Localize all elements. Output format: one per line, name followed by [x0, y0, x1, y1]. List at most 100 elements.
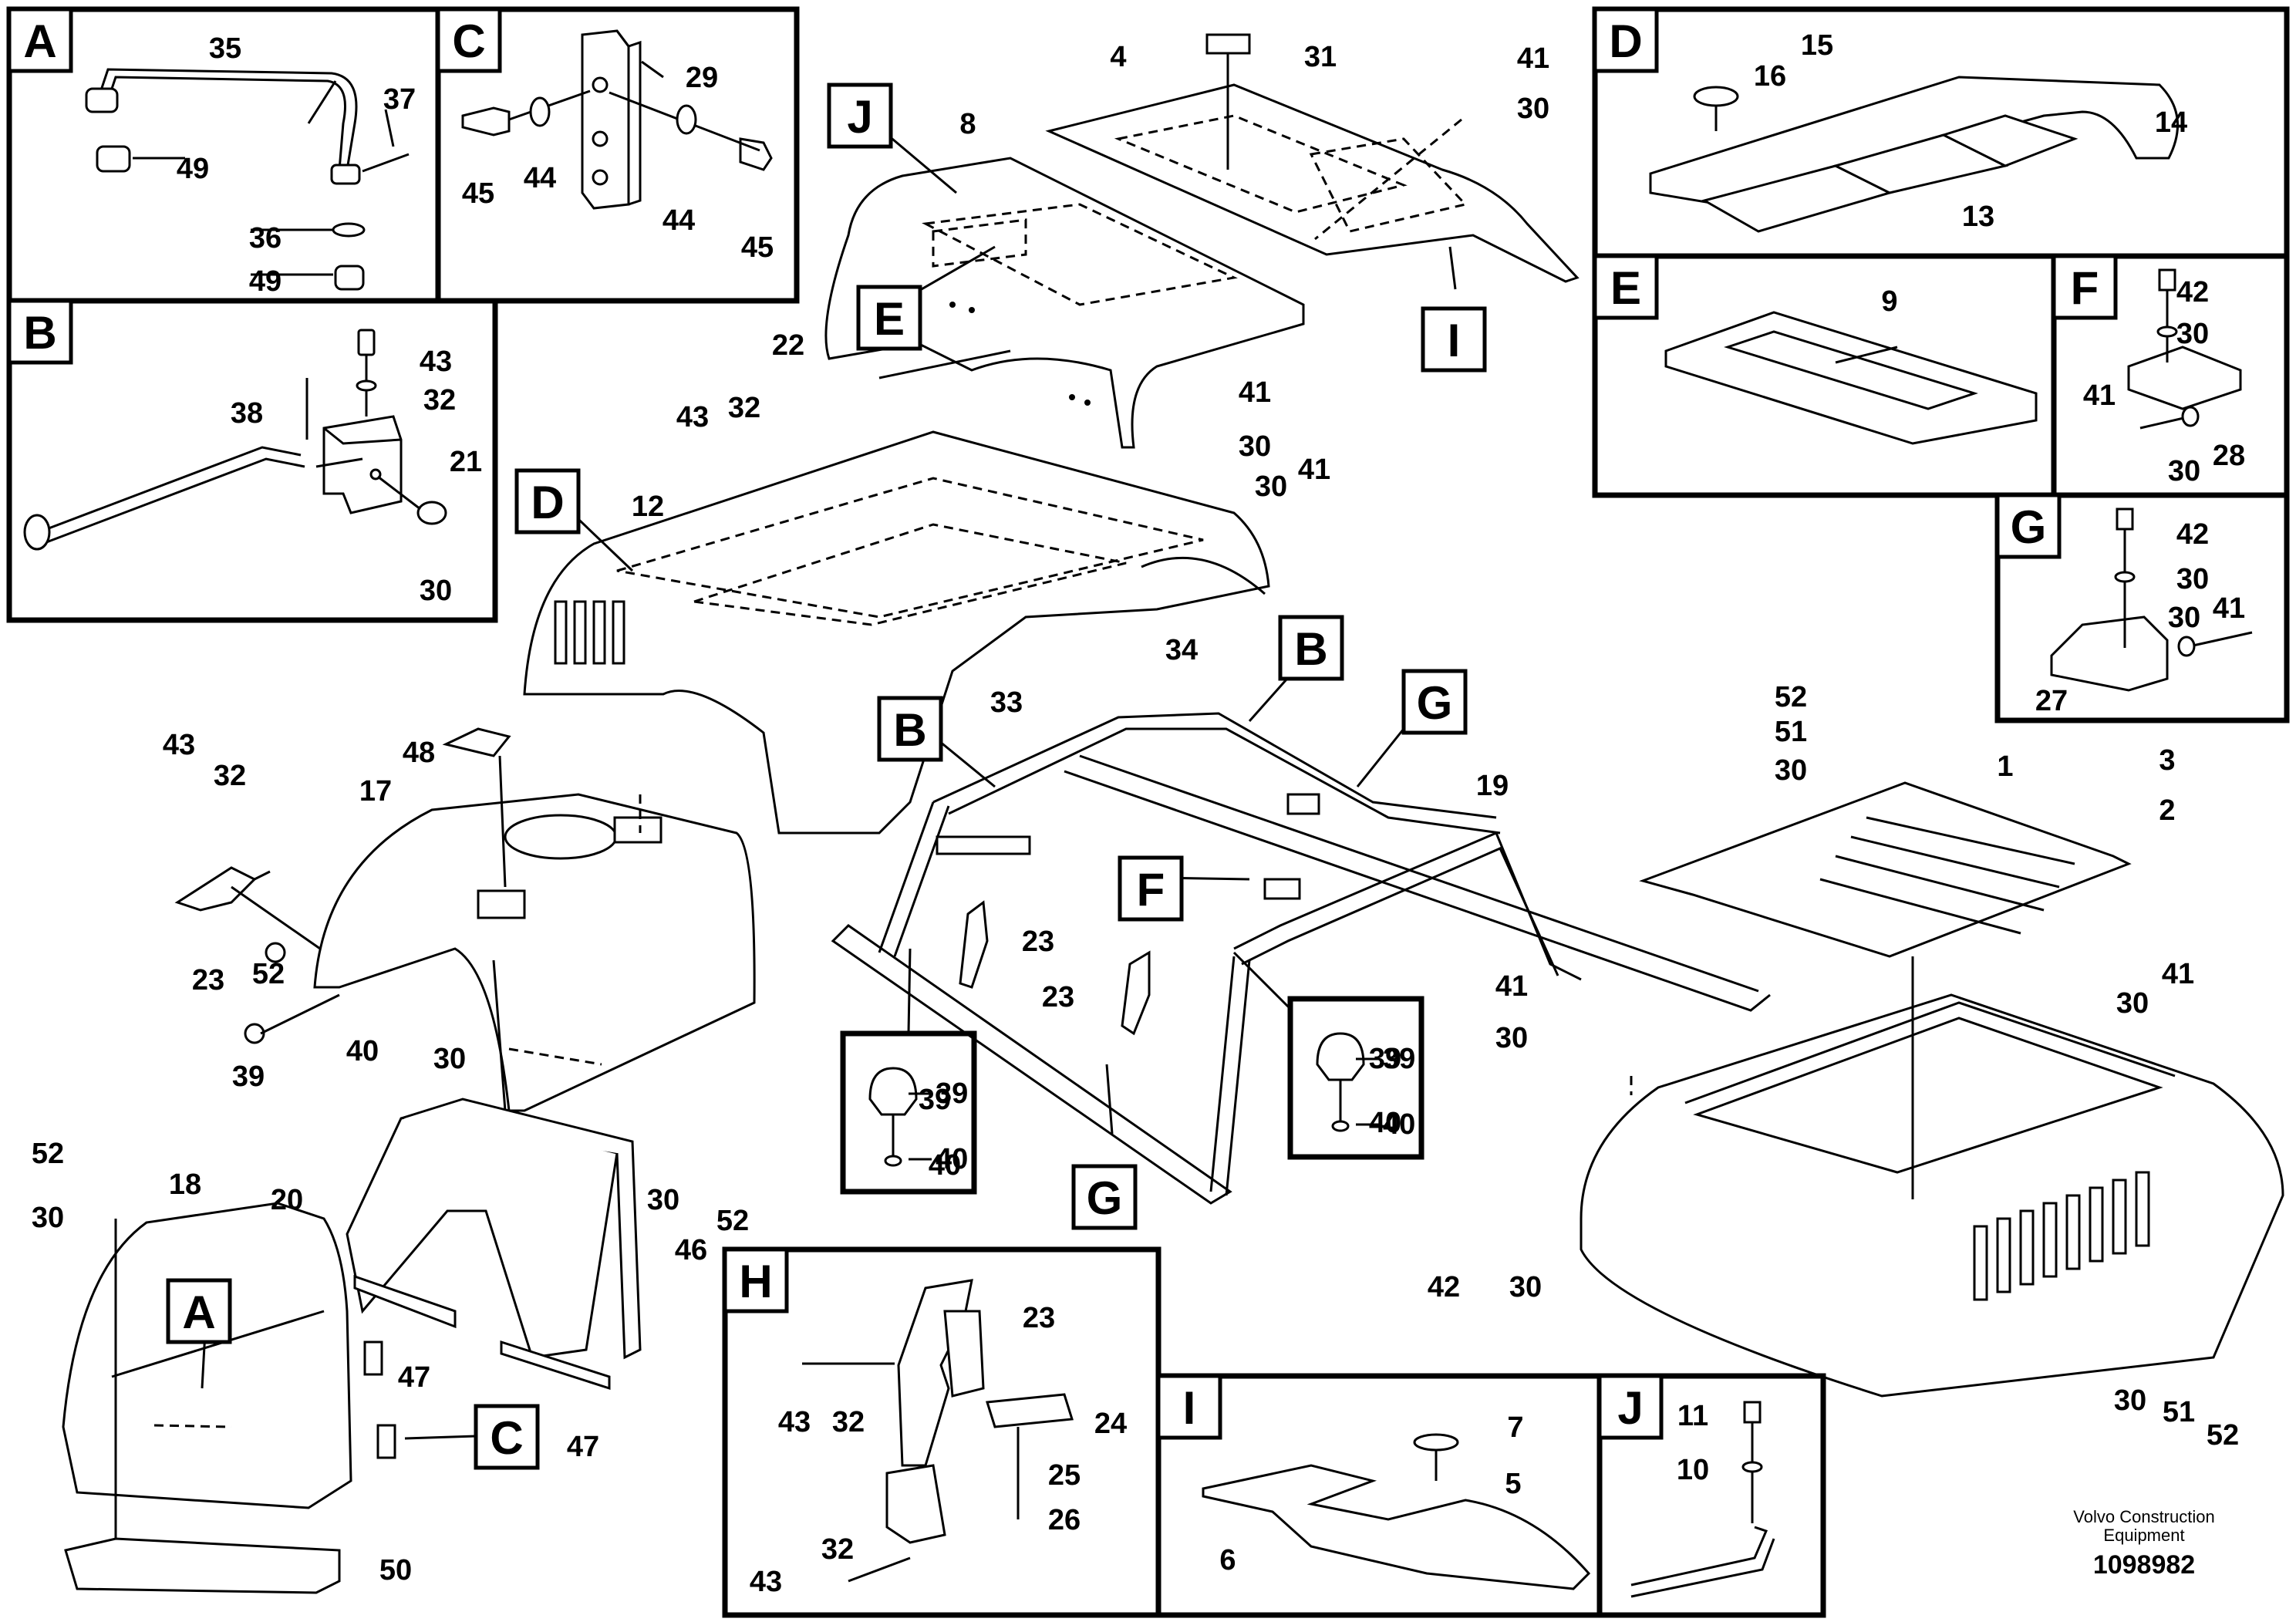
part-number-label: 6	[1219, 1544, 1236, 1576]
part-number-label: 20	[271, 1184, 303, 1216]
part-number-label: 4	[1110, 41, 1126, 73]
callout-tag-b: B	[1278, 615, 1344, 681]
part-number-label: 21	[450, 446, 482, 478]
detail-b-rod-drawing	[23, 329, 447, 551]
part-number-label: 52	[252, 958, 285, 990]
detail-letter-tag	[1156, 1374, 1222, 1440]
detail-letter: D	[1609, 15, 1642, 67]
detail-letter: E	[1610, 262, 1641, 314]
part-number-label: 30	[647, 1184, 679, 1216]
part-number-label: 30	[2176, 563, 2209, 595]
part-number-label: 30	[32, 1202, 64, 1234]
part-number-label: 23	[1022, 926, 1054, 958]
panel-20-46-drawing	[346, 1098, 642, 1391]
part-number-label: 33	[990, 686, 1023, 719]
part-number-label: 43	[420, 346, 452, 378]
callout-tag-g: G	[1071, 1164, 1138, 1230]
callout-tag-c: C	[474, 1404, 540, 1470]
detail-letter-tag	[7, 7, 73, 73]
detail-f-drawing	[2127, 268, 2242, 430]
part-number-label: 12	[632, 491, 664, 523]
detail-d-drawing	[1649, 76, 2179, 233]
frame-drawing	[831, 712, 1771, 1205]
brand-line-2: Equipment	[2103, 1526, 2184, 1545]
part-number-label: 25	[1048, 1459, 1081, 1492]
part-number-label: 1	[1997, 750, 2013, 783]
latch-23-left-drawing	[174, 866, 340, 1044]
detail-letter: J	[1617, 1382, 1643, 1434]
part-number-label: 37	[383, 83, 416, 116]
part-number-label: 7	[1507, 1411, 1523, 1444]
callout-letter: C	[490, 1412, 523, 1464]
part-number-label: 52	[32, 1138, 64, 1170]
part-number-label: 41	[2162, 958, 2194, 990]
part-number-label: 44	[524, 162, 556, 194]
part-number-label: 30	[1509, 1271, 1542, 1303]
callout-tag-f: F	[1118, 855, 1184, 922]
part-number-label: 13	[1962, 201, 1994, 233]
part-number-label: 39	[919, 1084, 951, 1116]
part-number-label: 28	[2213, 440, 2245, 472]
cover-8-drawing	[824, 157, 1305, 449]
part-number-label: 8	[959, 108, 976, 140]
part-number-label: 45	[741, 231, 774, 264]
callout-tag-j: J	[827, 83, 893, 149]
part-number-label: 43	[750, 1566, 782, 1598]
part-number-label: 40	[1369, 1107, 1401, 1139]
part-number-label: 3	[2159, 744, 2175, 777]
part-number-label: 30	[2114, 1384, 2146, 1417]
part-number-label: 47	[398, 1361, 430, 1394]
detail-letter: F	[2071, 262, 2099, 314]
part-number-label: 49	[249, 265, 282, 298]
detail-letter-tag	[723, 1247, 789, 1313]
detail-box-c: C	[435, 6, 800, 304]
part-number-label: 31	[1304, 41, 1337, 73]
detail-letter-tag	[1593, 254, 1659, 320]
callout-tag-b: B	[877, 696, 943, 762]
part-number-label: 30	[2168, 455, 2200, 487]
part-number-label: 9	[1881, 285, 1897, 318]
callout-tag-d: D	[514, 468, 581, 534]
part-number-label: 39	[936, 1077, 968, 1110]
callout-letter: B	[1294, 623, 1327, 675]
cover-1-housing-drawing	[1580, 781, 2284, 1398]
cover-18-drawing	[62, 1202, 396, 1594]
drawing-number: 1098982	[2093, 1550, 2195, 1580]
part-number-label: 30	[1517, 93, 1549, 125]
housing-grille	[1973, 1171, 2150, 1301]
washer-40	[1331, 1120, 1350, 1132]
part-number-label: 32	[832, 1406, 865, 1438]
callout-letter: I	[1448, 315, 1461, 366]
part-number-label: 2	[2159, 794, 2175, 827]
callout-letter: G	[1417, 677, 1453, 729]
part-number-label: 10	[1677, 1454, 1709, 1486]
part-number-label: 15	[1801, 29, 1833, 62]
detail-box-g: G	[1994, 492, 2290, 723]
detail-c-hinge-drawing	[461, 29, 773, 210]
part-number-label: 50	[379, 1554, 412, 1587]
detail-j-drawing	[1630, 1401, 1775, 1598]
callout-letter: E	[874, 293, 905, 345]
detail-a-handle-drawing	[85, 68, 410, 291]
part-number-label: 32	[821, 1533, 854, 1566]
part-number-label: 23	[1042, 981, 1074, 1013]
part-number-label: 27	[2035, 685, 2068, 717]
part-number-label: 30	[433, 1043, 466, 1075]
part-number-label: 30	[420, 575, 452, 607]
callout-letter: F	[1137, 864, 1165, 916]
part-number-label: 19	[1476, 770, 1509, 802]
detail-e-drawing	[1664, 311, 2038, 445]
detail-letter-tag	[436, 7, 502, 73]
part-number-label: 44	[663, 204, 695, 237]
cover-1-slots	[1819, 816, 2075, 935]
part-number-label: 32	[214, 760, 246, 792]
part-number-label: 41	[1495, 970, 1528, 1003]
callout-letter: G	[1087, 1172, 1123, 1224]
part-number-label: 52	[1775, 681, 1807, 713]
knob-39	[1316, 1032, 1365, 1081]
part-number-label: 14	[2155, 106, 2187, 139]
part-number-label: 32	[728, 392, 760, 424]
part-number-label: 49	[177, 153, 209, 185]
